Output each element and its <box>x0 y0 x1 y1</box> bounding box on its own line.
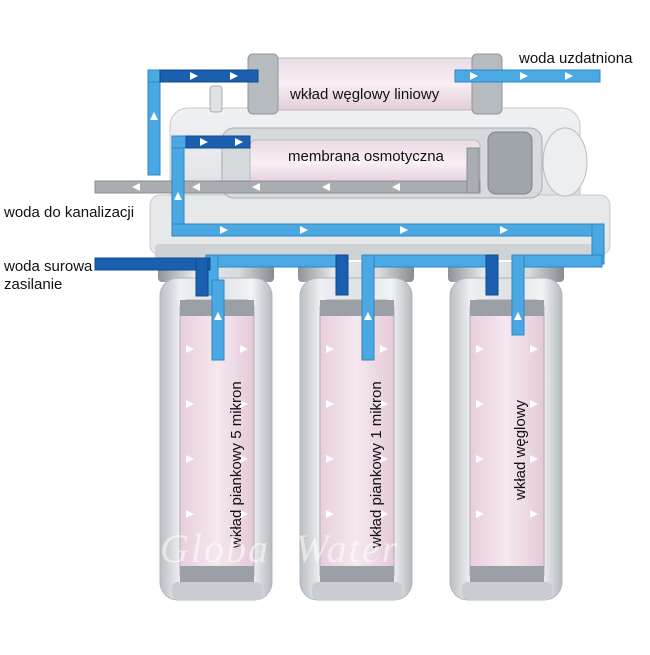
dark-blue-pipes <box>94 69 499 297</box>
light-blue-pipes <box>147 69 605 361</box>
treated-water-label: woda uzdatniona <box>519 50 633 67</box>
watermark-frames <box>94 504 151 561</box>
inline-carbon-label: wkład węglowy liniowy <box>290 86 440 103</box>
carbon-cartridge-label: wkład węglowy <box>512 399 529 500</box>
flow-arrows <box>132 72 573 518</box>
inline-carbon-filter <box>209 53 503 115</box>
housing-3 <box>448 262 564 601</box>
raw-water-label: woda surowa <box>4 258 93 275</box>
drain-pipe <box>94 147 481 194</box>
foam-5-micron-label: wkład piankowy 5 mikron <box>228 381 245 548</box>
ro-membrane-label: membrana osmotyczna <box>288 148 444 165</box>
housing-2 <box>298 262 414 601</box>
foam-1-micron-label: wkład piankowy 1 mikron <box>368 381 385 548</box>
drain-water-label: woda do kanalizacji <box>4 204 135 221</box>
watermark-text: Global Water <box>160 526 400 571</box>
supply-label: zasilanie <box>4 276 63 293</box>
